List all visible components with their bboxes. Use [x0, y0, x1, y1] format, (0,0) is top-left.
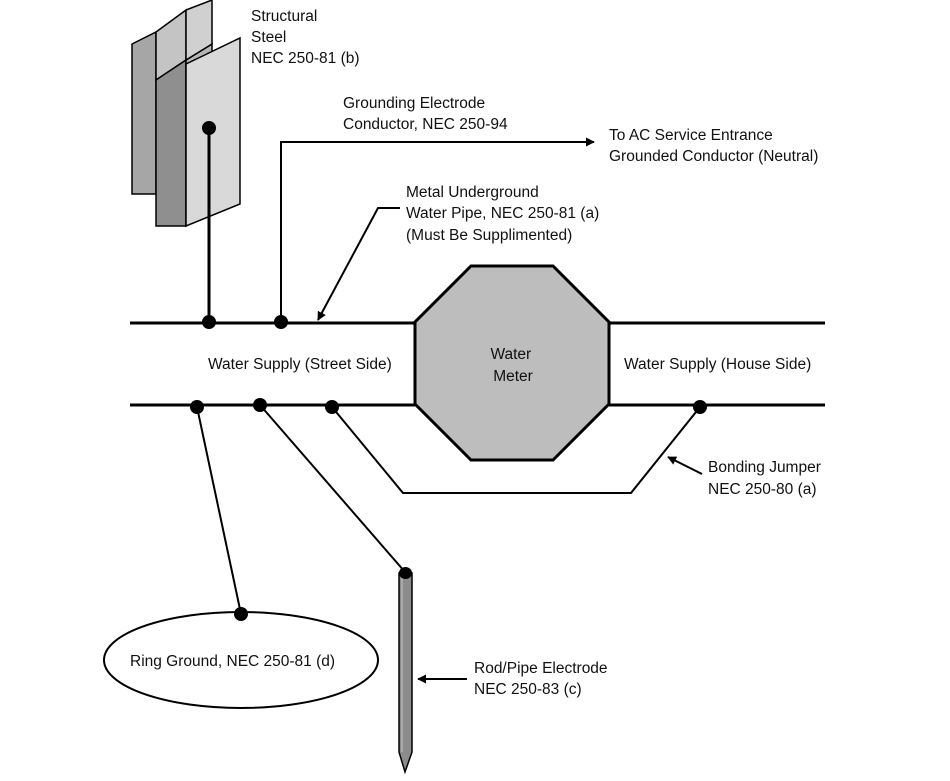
- bonding-jumper-leader: [667, 456, 703, 475]
- bonding-jumper-wire: [331, 406, 701, 494]
- ring-ground-wire: [196, 406, 242, 615]
- rod-wire: [259, 404, 406, 573]
- water-pipe-leader: [317, 207, 400, 321]
- grounding-electrode-conductor: [280, 137, 595, 322]
- jumper-left-dot: [325, 400, 339, 414]
- house-side-label: Water Supply (House Side): [624, 356, 811, 373]
- ac-service-label: To AC Service Entrance Grounded Conducto…: [609, 127, 818, 165]
- gec-pipe-dot: [274, 315, 288, 329]
- grounding-electrode-label: Grounding Electrode Conductor, NEC 250-9…: [343, 95, 508, 133]
- structural-steel-label: Structural Steel NEC 250-81 (b): [251, 8, 360, 67]
- water-meter-label: Water Meter: [490, 346, 535, 385]
- structural-steel-icon: [131, 0, 241, 228]
- rod-electrode-icon: [398, 567, 413, 775]
- water-pipe-label: Metal Underground Water Pipe, NEC 250-81…: [406, 184, 604, 244]
- rod-pipe-dot: [253, 398, 267, 412]
- ring-connection-dot: [234, 607, 248, 621]
- steel-pipe-dot: [202, 315, 216, 329]
- street-side-label: Water Supply (Street Side): [208, 356, 392, 373]
- rod-electrode-label: Rod/Pipe Electrode NEC 250-83 (c): [474, 660, 612, 698]
- steel-connection-dot: [202, 121, 216, 135]
- ring-ground-label: Ring Ground, NEC 250-81 (d): [130, 653, 335, 670]
- bonding-jumper-label: Bonding Jumper NEC 250-80 (a): [708, 459, 825, 498]
- jumper-right-dot: [693, 400, 707, 414]
- ring-pipe-dot: [190, 400, 204, 414]
- water-meter-octagon: [413, 264, 611, 462]
